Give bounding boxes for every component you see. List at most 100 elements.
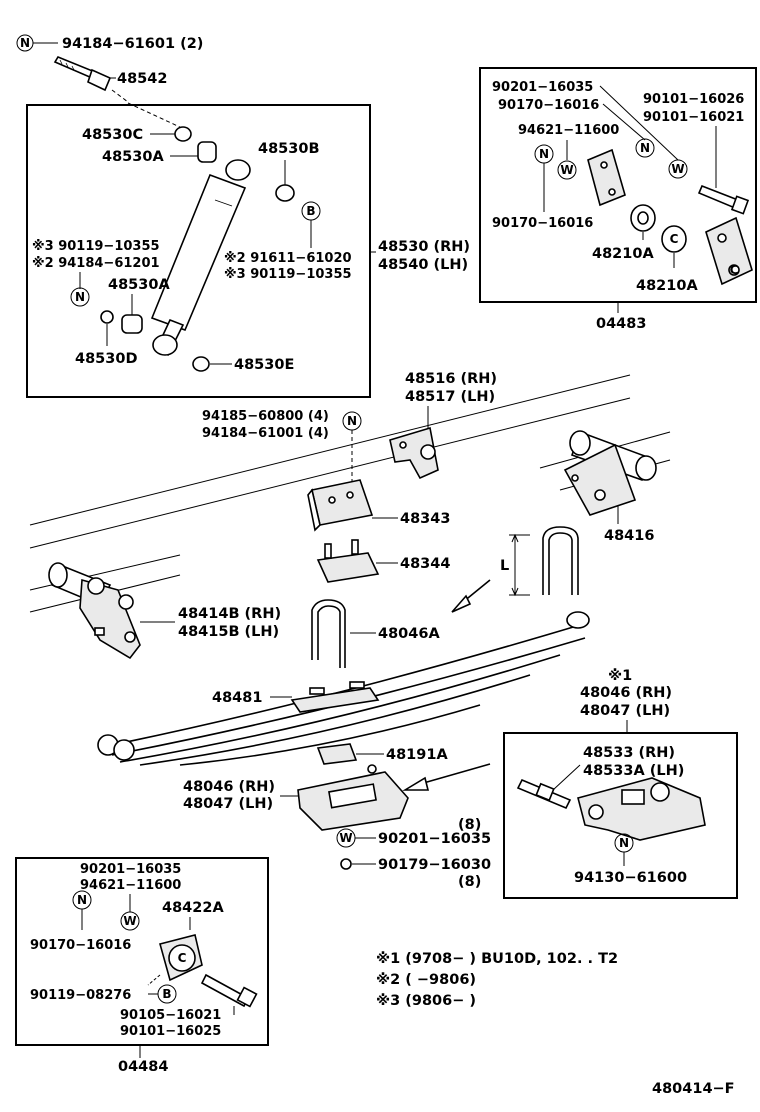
- bolt-48542: [53, 56, 112, 92]
- plate-48481: [290, 681, 380, 713]
- label-box1-90170-16016-top: 90170−16016: [498, 98, 599, 113]
- label-48540-lh: 48540 (LH): [378, 257, 468, 273]
- leaf-spring: [97, 611, 590, 766]
- label-90179-16030: 90179−16030: [378, 857, 491, 873]
- hanger-48414b: [48, 562, 141, 660]
- symbol-b-shock: B: [301, 201, 321, 248]
- label-48046-rh-left: 48046 (RH): [183, 779, 275, 795]
- symbol-w-box2: W: [120, 911, 140, 931]
- label-x1: ※1: [608, 668, 632, 684]
- label-x2-94184-61201: ※2 94184−61201: [32, 256, 160, 271]
- label-48517-lh: 48517 (LH): [405, 389, 495, 405]
- bushing-48210a-left: [630, 204, 656, 232]
- symbol-n-shock: N: [70, 287, 90, 307]
- bolt-box2: [200, 973, 258, 1008]
- bushing-48530b: [275, 184, 295, 202]
- symbol-n-box1-left: N: [534, 144, 554, 212]
- label-x3-90119-10355-left: ※3 90119−10355: [32, 239, 160, 254]
- label-box1-90101-16026: 90101−16026: [643, 92, 744, 107]
- svg-text:W: W: [339, 831, 352, 845]
- label-94184-61601: 94184−61601 (2): [62, 36, 203, 52]
- label-box2-90119-08276: 90119−08276: [30, 988, 131, 1003]
- label-x3-90119-10355-right: ※3 90119−10355: [224, 267, 352, 282]
- symbol-b-box2: B: [148, 984, 177, 1004]
- bumper-48344: [316, 539, 380, 583]
- label-box2-90101-16025: 90101−16025: [120, 1024, 221, 1039]
- direction-arrow-top: [451, 579, 491, 613]
- svg-text:W: W: [671, 162, 684, 176]
- u-bolt-dimension: [509, 526, 579, 597]
- label-box2-94621-11600: 94621−11600: [80, 878, 181, 893]
- label-48530a-mid: 48530A: [108, 277, 170, 293]
- bushing-48530e: [192, 356, 210, 372]
- svg-text:N: N: [75, 290, 85, 304]
- svg-text:B: B: [162, 987, 171, 1001]
- symbol-w-washer: W: [336, 828, 376, 848]
- u-bolt-48046a: [311, 599, 346, 668]
- spring-seat-left: [297, 764, 409, 831]
- svg-text:N: N: [619, 836, 629, 850]
- note-x1: ※1 (9708− ) BU10D, 102. . T2: [376, 951, 618, 967]
- label-8-b: (8): [458, 874, 481, 890]
- bushing-48210a-right: C: [661, 225, 687, 253]
- svg-text:W: W: [123, 914, 136, 928]
- label-48516-rh: 48516 (RH): [405, 371, 497, 387]
- label-48533a-lh: 48533A (LH): [583, 763, 684, 779]
- label-90201-16035: 90201−16035: [378, 831, 491, 847]
- svg-text:N: N: [77, 893, 87, 907]
- label-box1-90201-16035: 90201−16035: [492, 80, 593, 95]
- bushing-48422a: C: [159, 934, 203, 982]
- label-94130-61600: 94130−61600: [574, 870, 687, 886]
- label-x2-91611-61020: ※2 91611−61020: [224, 251, 352, 266]
- label-48530a-top: 48530A: [102, 149, 164, 165]
- label-48414b-rh: 48414B (RH): [178, 606, 281, 622]
- label-94185-60800: 94185−60800 (4): [202, 409, 329, 424]
- bracket-48516: [389, 426, 439, 480]
- label-48047-lh-left: 48047 (LH): [183, 796, 273, 812]
- label-48530b: 48530B: [258, 141, 320, 157]
- shock-absorber-box: [26, 104, 371, 398]
- diagram-id: 480414−F: [652, 1081, 735, 1097]
- kit-box-04484: [15, 857, 269, 1046]
- label-48415b-lh: 48415B (LH): [178, 624, 279, 640]
- shackle-plate-left: [587, 148, 626, 207]
- label-48046a: 48046A: [378, 626, 440, 642]
- label-box1-90101-16021: 90101−16021: [643, 110, 744, 125]
- label-8-a: (8): [458, 817, 481, 833]
- direction-arrow-bottom: [402, 763, 491, 791]
- label-48533-rh: 48533 (RH): [583, 745, 675, 761]
- label-48047-lh-right: 48047 (LH): [580, 703, 670, 719]
- label-48416: 48416: [604, 528, 654, 544]
- svg-text:N: N: [539, 147, 549, 161]
- label-48481: 48481: [212, 690, 262, 706]
- svg-text:N: N: [640, 141, 650, 155]
- note-x2: ※2 ( −9806): [376, 972, 476, 988]
- label-48422a: 48422A: [162, 900, 224, 916]
- label-l: L: [500, 558, 509, 574]
- label-box1-94621-11600: 94621−11600: [518, 123, 619, 138]
- svg-text:N: N: [347, 414, 357, 428]
- label-box2-90201-16035: 90201−16035: [80, 862, 181, 877]
- label-48210a-right: 48210A: [636, 278, 698, 294]
- shackle-plate-right: C: [705, 216, 753, 286]
- symbol-w-box1-left: W: [557, 160, 577, 180]
- label-box1-90170-16016-bot: 90170−16016: [492, 216, 593, 231]
- svg-text:N: N: [20, 36, 30, 50]
- spring-seat-right: [577, 777, 706, 841]
- svg-text:C: C: [178, 951, 187, 965]
- bushing-48530a-top: [197, 141, 217, 163]
- label-48542: 48542: [117, 71, 167, 87]
- label-48530d: 48530D: [75, 351, 137, 367]
- label-48530c: 48530C: [82, 127, 143, 143]
- label-04483: 04483: [596, 316, 646, 332]
- label-48343: 48343: [400, 511, 450, 527]
- bracket-48416: [563, 430, 657, 516]
- label-48191a: 48191A: [386, 747, 448, 763]
- bolt-box1: [697, 184, 750, 215]
- label-48210a-left: 48210A: [592, 246, 654, 262]
- note-x3: ※3 (9806− ): [376, 993, 476, 1009]
- label-94184-61001: 94184−61001 (4): [202, 426, 329, 441]
- shock-absorber: [150, 159, 251, 357]
- svg-text:W: W: [560, 163, 573, 177]
